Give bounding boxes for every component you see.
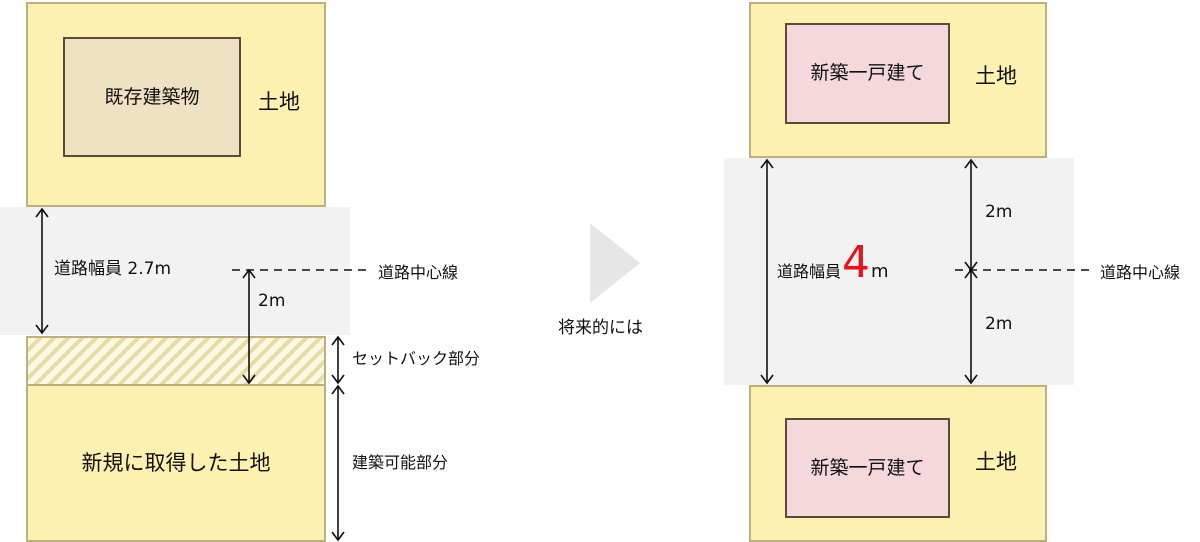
- right-2m-upper-label: 2m: [985, 202, 1013, 222]
- left-road: [0, 207, 350, 335]
- left-land-top-label: 土地: [258, 90, 300, 114]
- right-road: [724, 158, 1074, 385]
- left-land-new: 新規に取得した土地: [26, 384, 326, 542]
- right-road-width-label: 道路幅員 4 m: [777, 241, 889, 287]
- new-house-bottom-label: 新築一戸建て: [810, 456, 925, 479]
- new-house-bottom: 新築一戸建て: [785, 418, 950, 518]
- new-land-label: 新規に取得した土地: [81, 450, 271, 475]
- road-width-value: 4: [842, 237, 871, 288]
- buildable-label: 建築可能部分: [352, 453, 449, 472]
- left-2m-label: 2m: [258, 291, 286, 311]
- right-2m-lower-label: 2m: [985, 314, 1013, 334]
- setback-arrow-icon: [331, 335, 345, 385]
- future-label: 将来的には: [558, 318, 643, 338]
- road-width-unit: m: [871, 261, 889, 282]
- new-house-top: 新築一戸建て: [785, 23, 950, 124]
- road-width-prefix: 道路幅員: [777, 262, 842, 281]
- right-land-top-label: 土地: [975, 64, 1017, 88]
- existing-building: 既存建築物: [63, 37, 241, 157]
- left-road-width-label: 道路幅員 2.7m: [54, 259, 171, 279]
- new-house-top-label: 新築一戸建て: [810, 62, 925, 84]
- buildable-arrow-icon: [331, 384, 345, 542]
- left-center-line-label: 道路中心線: [378, 263, 459, 282]
- right-land-bottom-label: 土地: [975, 450, 1017, 474]
- existing-building-label: 既存建築物: [104, 85, 200, 108]
- right-center-line-label: 道路中心線: [1100, 263, 1181, 282]
- setback-label: セットバック部分: [352, 349, 481, 368]
